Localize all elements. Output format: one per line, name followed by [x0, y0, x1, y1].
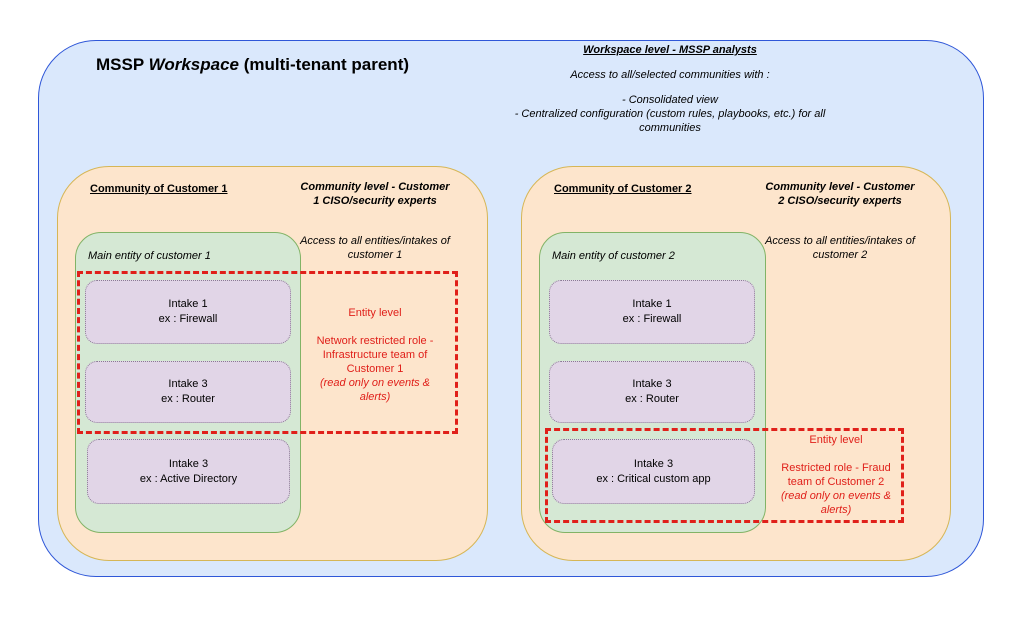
community-2-entity-restriction-boundary: [545, 428, 904, 523]
workspace-title-suffix: (multi-tenant parent): [243, 55, 410, 74]
intake-name: Intake 3: [632, 378, 672, 390]
community-2-entity-level-text: Entity level Restricted role - Fraud tea…: [775, 433, 897, 517]
entity-level-heading: Entity level: [348, 307, 402, 319]
workspace-level-line3: - Centralized configuration (custom rule…: [514, 108, 826, 134]
community-1-level-heading: Community level - Customer 1 CISO/securi…: [300, 181, 450, 207]
entity-level-role: Restricted role - Fraud team of Customer…: [781, 462, 891, 488]
community-2-access-text: Access to all entities/intakes of custom…: [765, 235, 915, 261]
intake-type: ex : Router: [625, 393, 679, 405]
intake-type: ex : Firewall: [158, 313, 218, 325]
intake-type: ex : Firewall: [622, 313, 682, 325]
intake-type: ex : Critical custom app: [596, 472, 711, 485]
workspace-title-prefix: MSSP: [96, 55, 144, 74]
workspace-title-emphasis: Workspace: [148, 55, 240, 74]
intake-name: Intake 3: [633, 457, 674, 470]
entity-level-role: Network restricted role - Infrastructure…: [316, 335, 434, 375]
entity-level-note: (read only on events & alerts): [780, 490, 892, 516]
community-1-intake-2[interactable]: Intake 3 ex : Router: [85, 361, 291, 423]
intake-type: ex : Active Directory: [139, 472, 238, 485]
community-1-entity-title: Main entity of customer 1: [88, 250, 211, 262]
workspace-level-line1: Access to all/selected communities with …: [570, 69, 770, 81]
workspace-level-heading: Workspace level - MSSP analysts: [583, 44, 757, 56]
community-1-entity-level-text: Entity level Network restricted role - I…: [315, 306, 435, 404]
workspace-level-description: Workspace level - MSSP analysts Access t…: [470, 43, 870, 135]
community-1-intake-1[interactable]: Intake 1 ex : Firewall: [85, 280, 291, 344]
workspace-title: MSSP Workspace (multi-tenant parent): [96, 55, 409, 75]
intake-name: Intake 1: [632, 298, 672, 310]
community-1-access-text: Access to all entities/intakes of custom…: [300, 235, 450, 261]
community-2-level-heading: Community level - Customer 2 CISO/securi…: [765, 181, 915, 207]
community-2-intake-3[interactable]: Intake 3 ex : Critical custom app: [552, 439, 755, 504]
community-1-intake-3[interactable]: Intake 3 ex : Active Directory: [87, 439, 290, 504]
workspace-level-line2: - Consolidated view: [622, 94, 718, 106]
entity-level-note: (read only on events & alerts): [319, 377, 431, 403]
intake-name: Intake 3: [168, 378, 208, 390]
community-2-title: Community of Customer 2: [554, 183, 692, 195]
entity-level-heading: Entity level: [809, 434, 863, 446]
intake-name: Intake 1: [168, 298, 208, 310]
community-1-entity-restriction-boundary: [77, 271, 458, 434]
community-2-intake-2[interactable]: Intake 3 ex : Router: [549, 361, 755, 423]
intake-name: Intake 3: [168, 457, 209, 470]
intake-type: ex : Router: [161, 393, 215, 405]
community-2-intake-1[interactable]: Intake 1 ex : Firewall: [549, 280, 755, 344]
community-2-entity-title: Main entity of customer 2: [552, 250, 675, 262]
community-1-title: Community of Customer 1: [90, 183, 228, 195]
